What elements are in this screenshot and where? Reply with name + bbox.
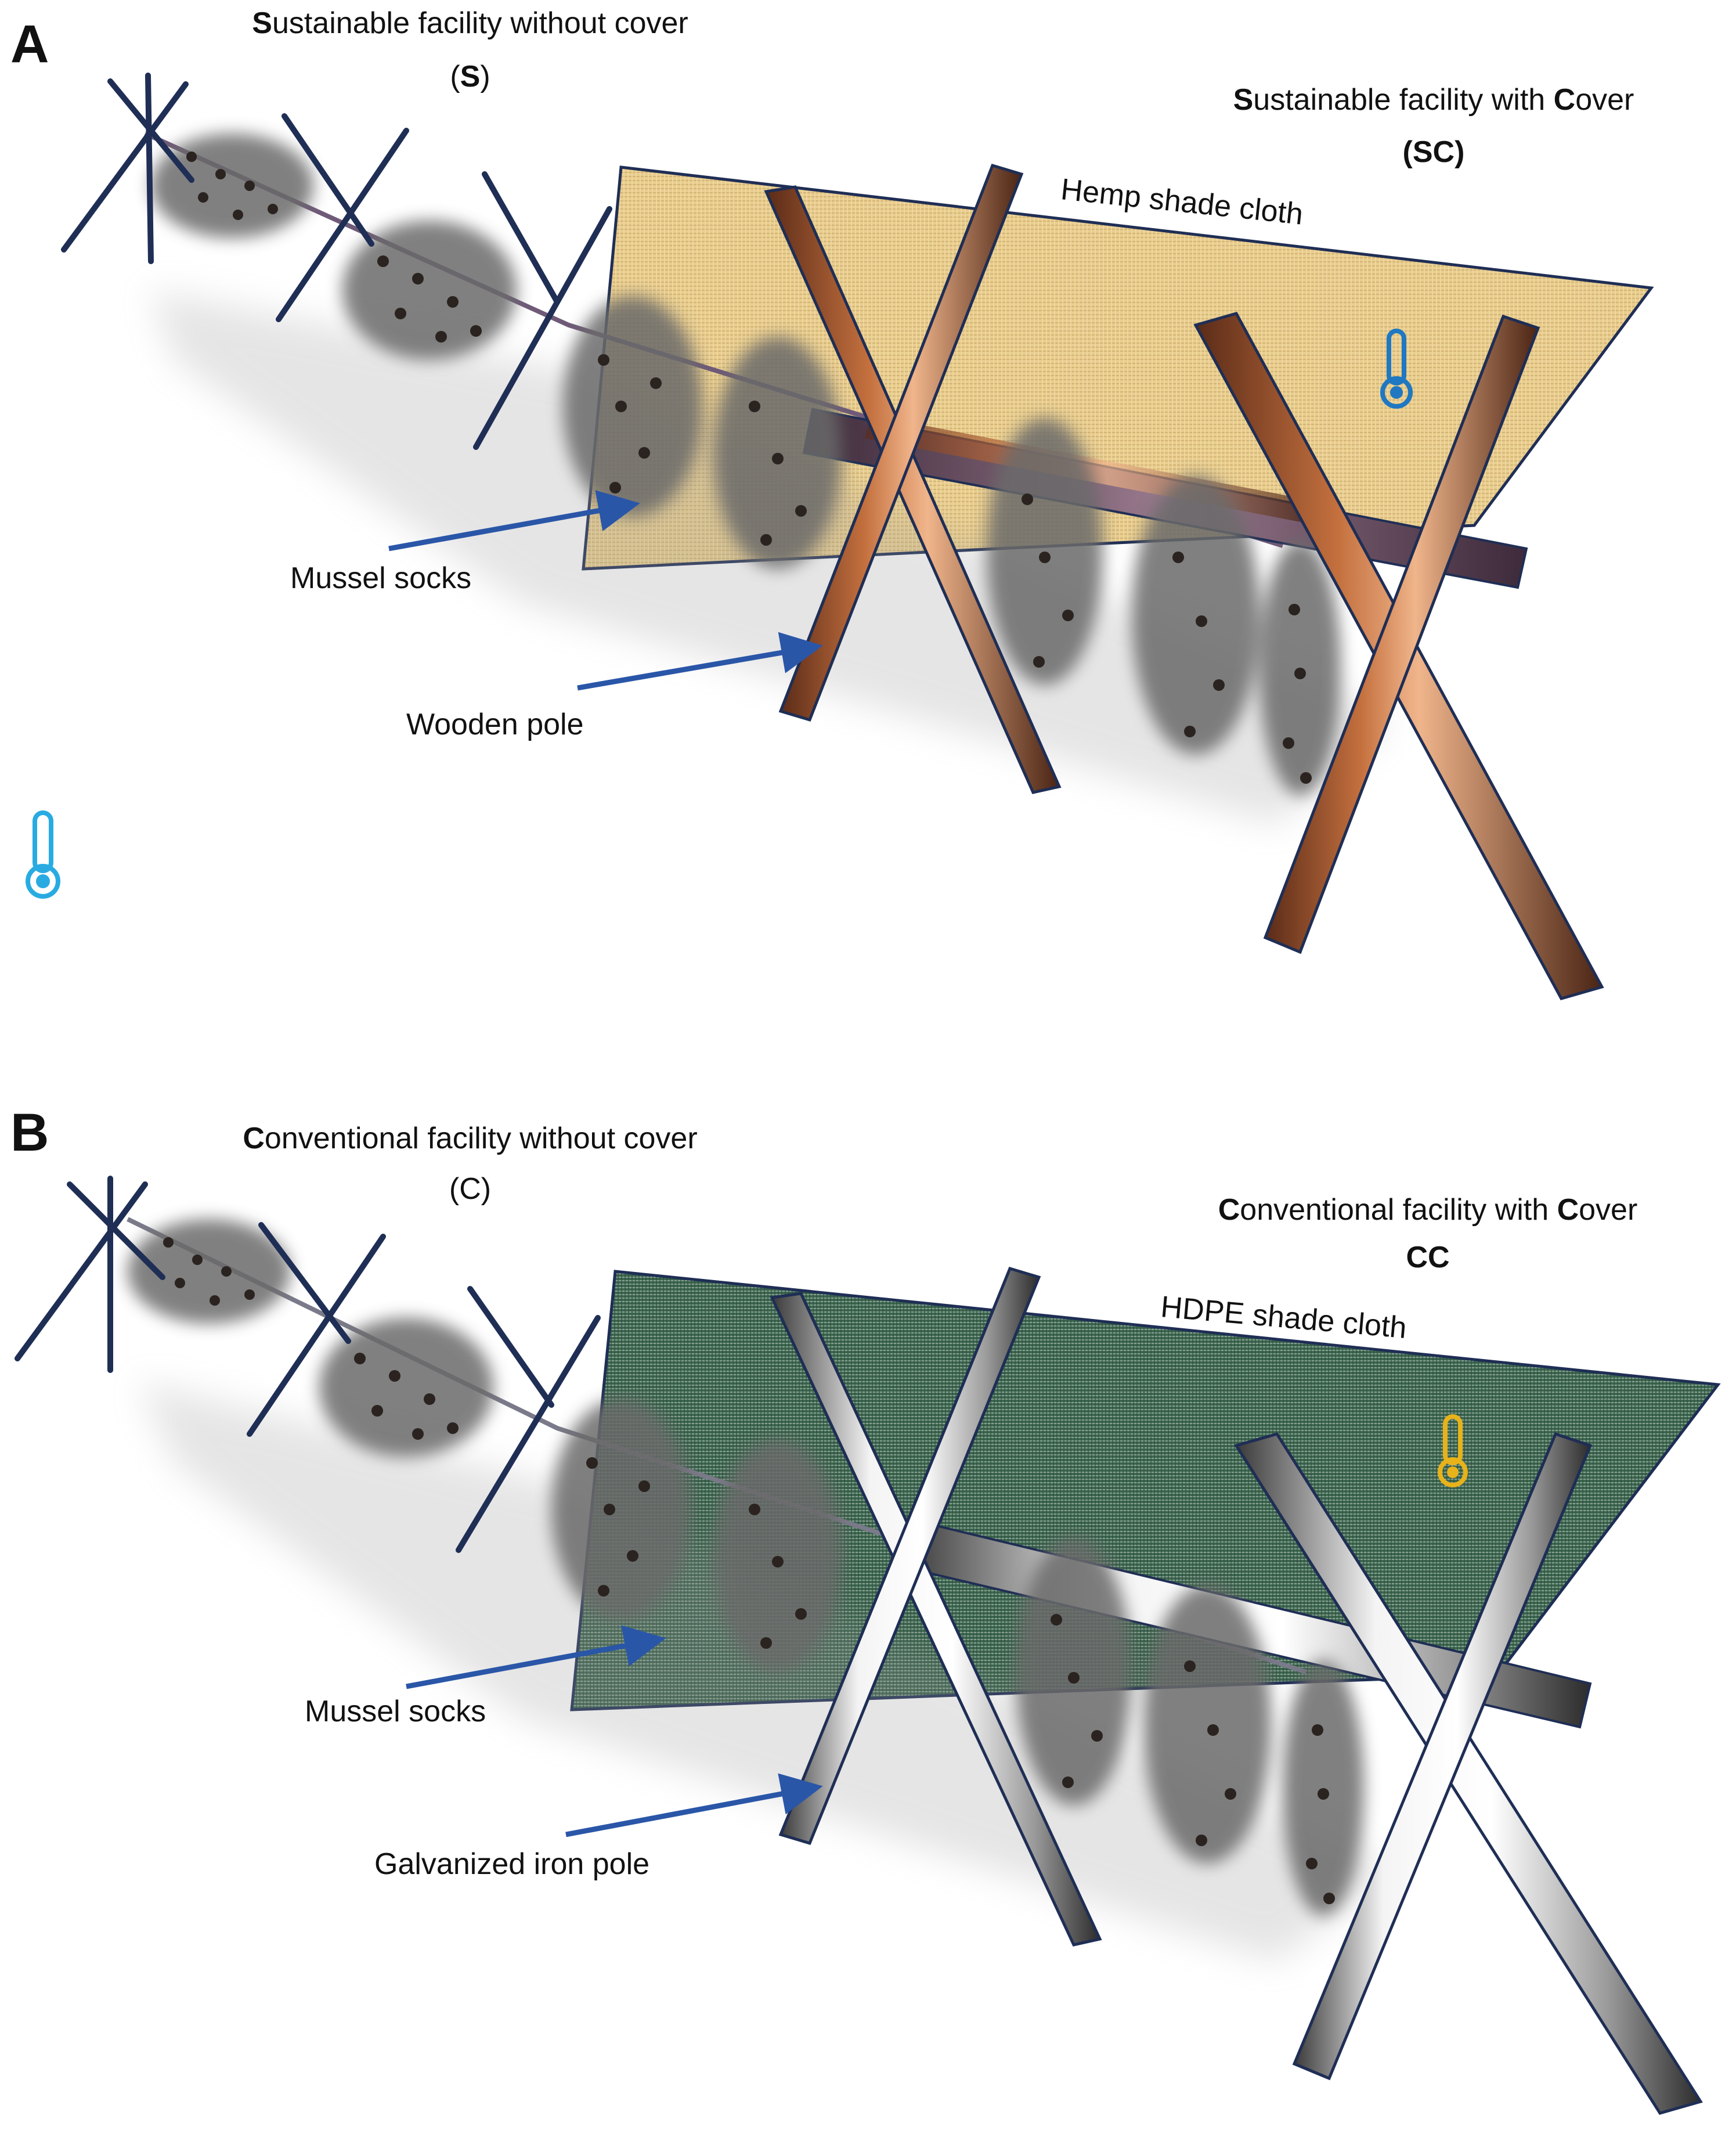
code: SC bbox=[1412, 135, 1455, 169]
left-stakes bbox=[61, 73, 612, 450]
title-text-2: over bbox=[1575, 83, 1634, 117]
title-initial: S bbox=[1233, 83, 1254, 117]
panel-b-right-code: CC bbox=[1143, 1242, 1712, 1273]
mussel-socks-label: Mussel socks bbox=[290, 561, 472, 595]
thermometer-icon bbox=[1380, 329, 1413, 409]
iron-pole-arrow bbox=[565, 1773, 823, 1837]
code-suffix: ) bbox=[480, 60, 490, 93]
title-initial: C bbox=[243, 1122, 265, 1155]
code-suffix: ) bbox=[481, 1172, 492, 1206]
panel-a-right-code: (SC) bbox=[1161, 137, 1706, 167]
title-text: onventional facility without cover bbox=[264, 1122, 698, 1155]
title-text: ustainable facility without cover bbox=[272, 6, 688, 40]
title-initial-2: C bbox=[1553, 83, 1576, 117]
panel-a-left-title: Sustainable facility without cover bbox=[197, 8, 743, 38]
code: S bbox=[460, 60, 481, 93]
wooden-poles bbox=[764, 163, 1604, 1000]
title-initial: C bbox=[1218, 1193, 1240, 1227]
mussel-socks-group bbox=[128, 1219, 1364, 1916]
galvanized-iron-pole-label: Galvanized iron pole bbox=[374, 1847, 650, 1881]
code: C bbox=[459, 1172, 481, 1206]
code: CC bbox=[1406, 1241, 1450, 1274]
title-initial: S bbox=[252, 6, 272, 40]
panel-letter-a: A bbox=[10, 15, 49, 74]
panel-letter-b: B bbox=[10, 1103, 49, 1162]
mussel-socks-arrow bbox=[406, 1625, 666, 1689]
mussel-socks-arrow bbox=[388, 490, 640, 552]
title-text: onventional facility with bbox=[1240, 1193, 1557, 1227]
thermometer-icon bbox=[1438, 1414, 1468, 1487]
galvanized-iron-poles bbox=[770, 1266, 1703, 2115]
mussel-socks-group bbox=[151, 134, 1341, 795]
title-initial-2: C bbox=[1557, 1193, 1579, 1227]
title-text: ustainable facility with bbox=[1253, 83, 1554, 117]
panel-a-left-code: (S) bbox=[197, 62, 743, 92]
panel-b-right-title: Conventional facility with Cover bbox=[1143, 1195, 1712, 1225]
code-suffix: ) bbox=[1455, 135, 1465, 169]
panel-b-left-title: Conventional facility without cover bbox=[192, 1123, 749, 1154]
panel-b bbox=[15, 1176, 1721, 2115]
thermometer-icon bbox=[26, 810, 60, 899]
code-prefix: ( bbox=[1402, 135, 1413, 169]
title-text-2: over bbox=[1579, 1193, 1638, 1227]
code-prefix: ( bbox=[450, 60, 460, 93]
wooden-pole-label: Wooden pole bbox=[406, 708, 584, 741]
panel-a-right-title: Sustainable facility with Cover bbox=[1161, 85, 1706, 115]
left-stakes bbox=[15, 1176, 601, 1553]
wooden-pole-arrow bbox=[577, 632, 823, 691]
panel-a bbox=[26, 73, 1654, 1000]
ground-shadow bbox=[139, 1382, 1393, 1962]
mussel-socks-label: Mussel socks bbox=[305, 1695, 486, 1728]
panel-b-left-code: (C) bbox=[192, 1174, 749, 1204]
code-prefix: ( bbox=[449, 1172, 460, 1206]
